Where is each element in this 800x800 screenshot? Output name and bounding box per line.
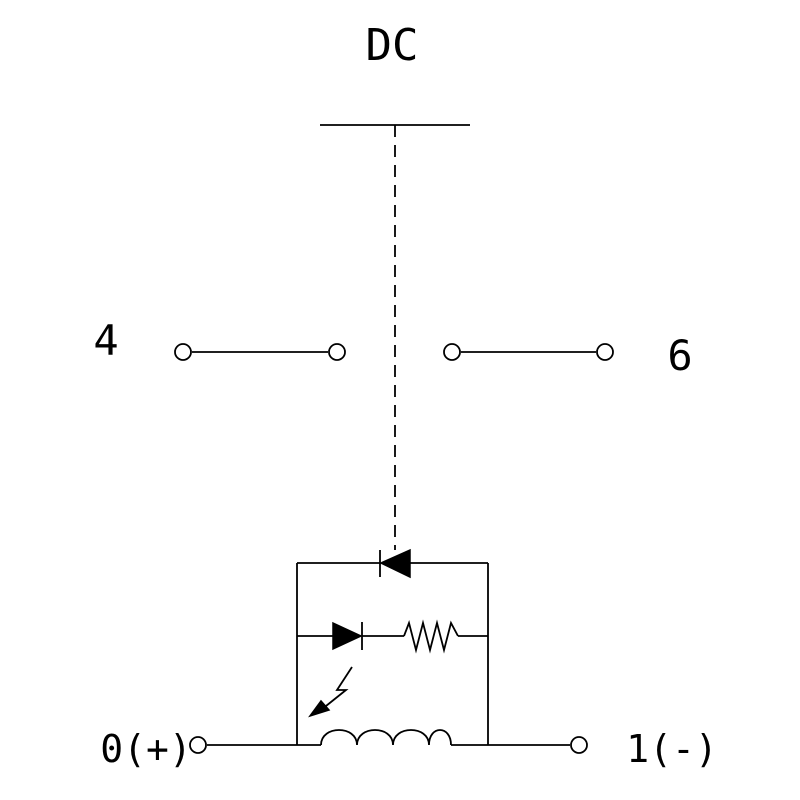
terminal-4-outer — [174, 343, 192, 361]
contact-left — [174, 343, 346, 361]
lightning-icon — [308, 666, 353, 718]
terminal-1-negative — [570, 736, 588, 754]
resistor-icon — [403, 619, 459, 654]
diagram-title: DC — [366, 20, 419, 71]
coil-label-positive: 0(+) — [100, 727, 192, 771]
inductor-coil-icon — [320, 729, 452, 746]
terminal-0-positive — [189, 736, 207, 754]
coil-label-negative: 1(-) — [626, 727, 718, 771]
contact-right — [443, 343, 614, 361]
contact-label-left: 4 — [93, 316, 118, 365]
diode-top-icon — [379, 548, 411, 579]
terminal-6-inner — [443, 343, 461, 361]
terminal-4-inner — [328, 343, 346, 361]
contact-label-right: 6 — [667, 331, 692, 380]
diode-middle-icon — [332, 621, 363, 651]
terminal-6-outer — [596, 343, 614, 361]
